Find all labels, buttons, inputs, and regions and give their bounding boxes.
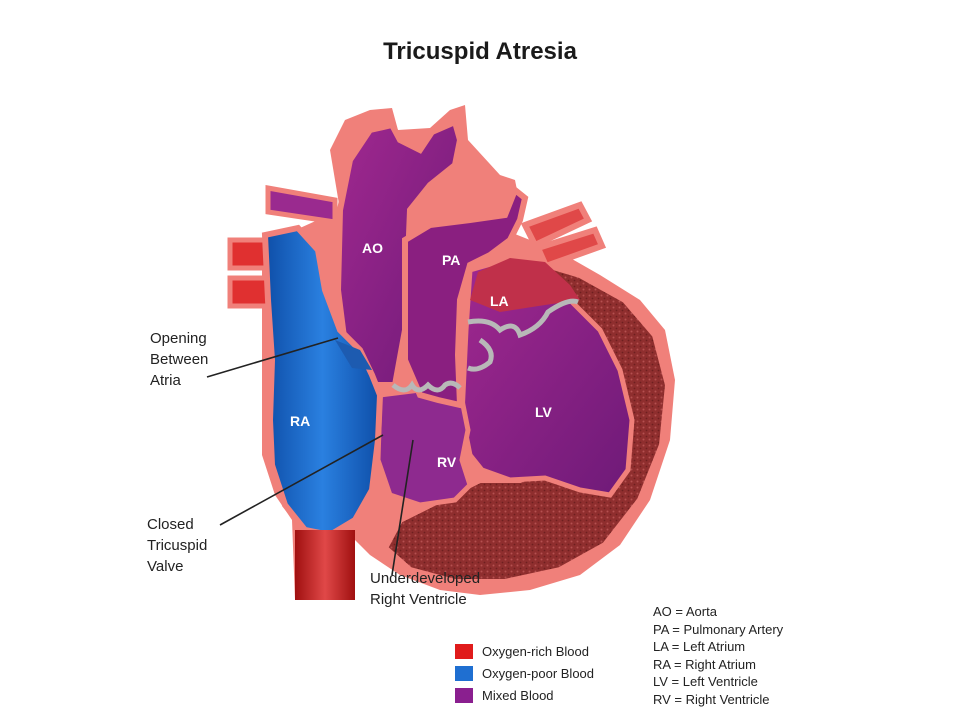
label-ra: RA [290,413,311,429]
legend-item: Oxygen-rich Blood [455,640,594,662]
callout-closed-tricuspid-valve: Closed Tricuspid Valve [147,514,207,577]
pulmonary-veins [520,201,607,270]
abbreviation: LV = Left Ventricle [653,674,758,689]
callout-line: Between [150,351,209,368]
callout-line: Closed [147,516,194,533]
abbreviation-key: AO = Aorta PA = Pulmonary Artery LA = Le… [653,603,783,708]
legend-swatch [455,687,473,703]
pulmonary-valve [391,380,462,393]
abbreviation: LA = Left Atrium [653,639,746,654]
callout-opening-between-atria: Opening Between Atria [150,328,208,391]
callout-line: Right Ventricle [370,591,467,608]
legend-swatch [455,665,473,681]
legend-label: Oxygen-poor Blood [482,665,595,681]
label-la: LA [490,293,509,309]
right-atrium [261,224,384,539]
abbreviation: RA = Right Atrium [653,656,756,672]
page-title: Tricuspid Atresia [383,38,577,65]
inferior-vena-cava [295,530,355,600]
callout-line: Tricuspid [147,537,208,554]
callout-line: Opening [150,330,207,347]
legend-item: Oxygen-poor Blood [455,662,594,684]
callout-underdeveloped-right-ventricle: Underdeveloped Right Ventricle [370,568,480,610]
legend-label: Oxygen-rich Blood [482,643,589,659]
mitral-valve [467,298,579,339]
legend-label: Mixed Blood [482,687,554,703]
atrial-opening [335,340,372,370]
callout-line: Valve [147,558,184,575]
label-lv: LV [535,404,552,420]
color-legend: Oxygen-rich Blood Oxygen-poor Blood Mixe… [455,640,594,706]
legend-item: Mixed Blood [455,684,594,706]
callout-line: Underdeveloped [370,570,481,587]
abbreviation: PA = Pulmonary Artery [653,621,784,637]
abbreviation: AO = Aorta [653,604,717,619]
legend-swatch [455,643,473,659]
label-rv: RV [437,454,457,470]
label-ao: AO [362,240,383,256]
abbreviation: RV = Right Ventricle [653,691,770,707]
left-atrium [470,258,580,312]
callout-line: Atria [150,372,181,389]
right-ventricle [375,387,473,508]
callout-lines [206,337,414,576]
label-pa: PA [442,252,461,268]
